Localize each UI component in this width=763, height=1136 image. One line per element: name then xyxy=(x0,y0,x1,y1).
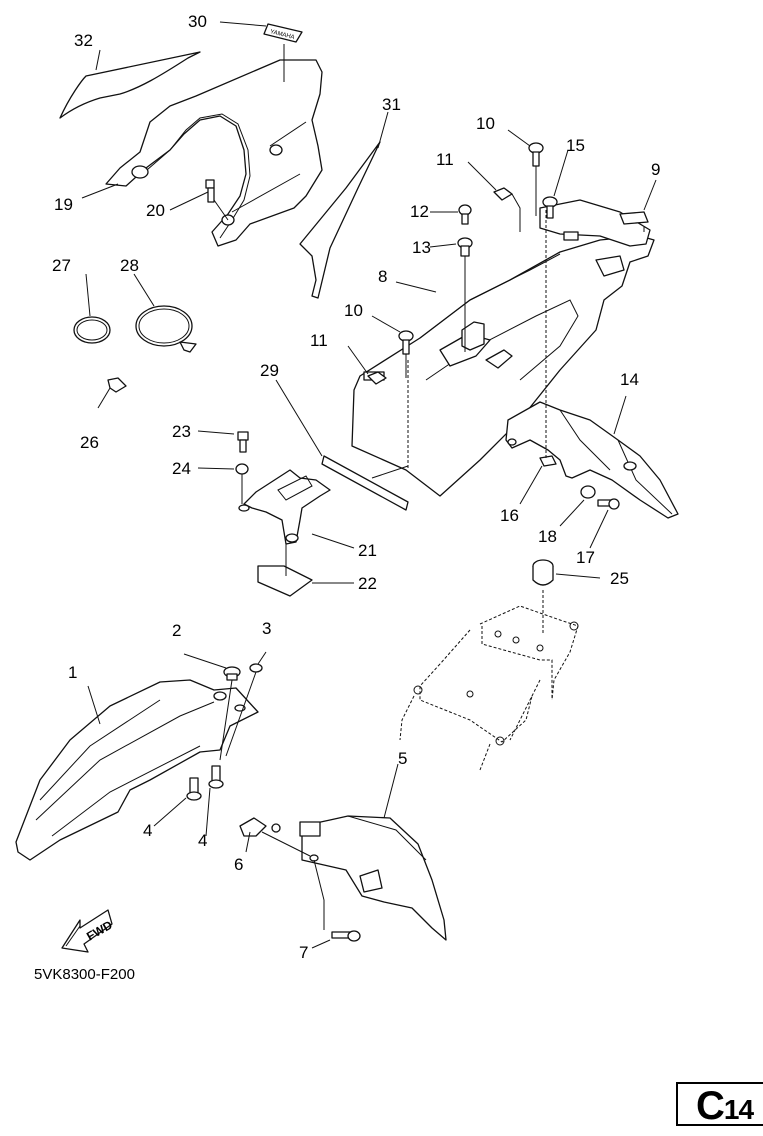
part-24-collar xyxy=(235,463,249,475)
part-6-clip xyxy=(239,817,281,837)
callout-12: 12 xyxy=(410,202,429,221)
callout-31: 31 xyxy=(382,95,401,114)
part-10-bolt-upper xyxy=(528,142,544,167)
callout-2: 2 xyxy=(172,621,182,640)
callout-29: 29 xyxy=(260,361,279,380)
callout-14: 14 xyxy=(620,370,639,389)
callout-1: 1 xyxy=(68,663,78,682)
part-16-nut xyxy=(539,455,557,467)
callout-4-left: 4 xyxy=(143,821,153,840)
part-32-side-decal xyxy=(59,51,201,119)
callout-16: 16 xyxy=(500,506,519,525)
callout-6: 6 xyxy=(234,855,244,874)
callout-10-upper: 10 xyxy=(476,114,495,133)
callout-4-right: 4 xyxy=(198,831,208,850)
part-4-screw-left xyxy=(186,777,202,801)
part-4-screw-right xyxy=(208,765,224,789)
callout-17: 17 xyxy=(576,548,595,567)
part-14-license-bracket xyxy=(505,401,679,519)
part-25-damper xyxy=(532,559,554,586)
part-28-band xyxy=(135,305,197,353)
part-19-tail-cover xyxy=(105,59,323,247)
callout-21: 21 xyxy=(358,541,377,560)
rear-frame-reference xyxy=(399,605,579,771)
callout-23: 23 xyxy=(172,422,191,441)
callout-7: 7 xyxy=(299,943,309,962)
part-21-bracket xyxy=(238,469,331,545)
part-1-front-fender xyxy=(15,679,259,861)
part-18-collar xyxy=(580,485,596,499)
part-10-bolt-lower xyxy=(398,330,414,355)
callout-22: 22 xyxy=(358,574,377,593)
part-20-bolt xyxy=(205,179,215,203)
part-9-pad xyxy=(619,211,649,225)
part-31-side-decal xyxy=(299,141,381,299)
part-23-bolt xyxy=(237,431,249,453)
page-tag-letter: C xyxy=(696,1084,725,1126)
callout-28: 28 xyxy=(120,256,139,275)
part-26-clip xyxy=(107,377,127,393)
callout-24: 24 xyxy=(172,459,191,478)
callout-10-lower: 10 xyxy=(344,301,363,320)
part-30-emblem: YAMAHA xyxy=(263,23,303,43)
part-7-bolt xyxy=(331,930,361,942)
part-2-grommet xyxy=(223,666,241,681)
page-tag: C14 xyxy=(676,1082,763,1126)
part-29-strip xyxy=(321,455,409,511)
part-11-clip-upper xyxy=(493,187,513,201)
forward-arrow-icon: FWD xyxy=(61,909,115,953)
callout-18: 18 xyxy=(538,527,557,546)
callout-30: 30 xyxy=(188,12,207,31)
svg-text:YAMAHA: YAMAHA xyxy=(269,29,295,41)
part-12-screw xyxy=(458,204,472,225)
callout-26: 26 xyxy=(80,433,99,452)
callout-13: 13 xyxy=(412,238,431,257)
callout-25: 25 xyxy=(610,569,629,588)
leader-lines xyxy=(81,21,657,949)
page-tag-number: 14 xyxy=(723,1094,754,1125)
page-tag-text: C14 xyxy=(696,1084,754,1126)
part-3-grommet xyxy=(249,663,263,673)
callout-5: 5 xyxy=(398,749,408,768)
part-13-rivet xyxy=(457,237,473,257)
callout-27: 27 xyxy=(52,256,71,275)
callout-15: 15 xyxy=(566,136,585,155)
callout-19: 19 xyxy=(54,195,73,214)
part-11-clip-lower xyxy=(367,371,387,385)
part-22-pad xyxy=(257,565,313,597)
callout-20: 20 xyxy=(146,201,165,220)
callout-11-lower: 11 xyxy=(310,331,328,350)
part-17-bolt xyxy=(597,498,620,510)
part-5-front-fender-lower xyxy=(299,815,447,941)
callout-32: 32 xyxy=(74,31,93,50)
diagram-code: 5VK8300-F200 xyxy=(34,966,135,983)
callout-11-upper: 11 xyxy=(436,150,454,169)
callout-8: 8 xyxy=(378,267,388,286)
part-15-bolt xyxy=(542,196,558,219)
part-27-o-ring xyxy=(73,316,111,344)
callout-9: 9 xyxy=(651,160,661,179)
callout-3: 3 xyxy=(262,619,272,638)
